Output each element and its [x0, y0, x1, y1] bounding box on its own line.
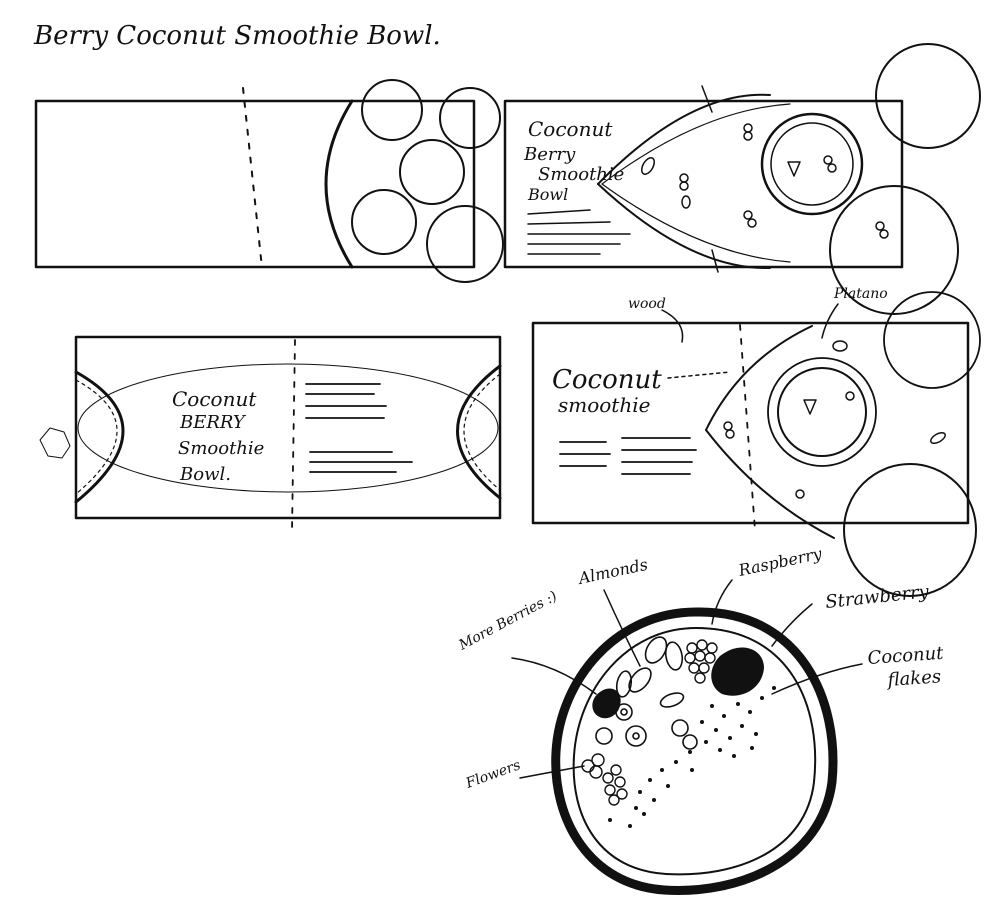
panel-4-frame	[531, 321, 970, 525]
ink-blot	[39, 427, 71, 459]
panel-3-frame	[74, 335, 502, 520]
coconut-flakes	[608, 686, 776, 828]
raspberry-cluster	[684, 639, 718, 684]
panel-2-frame	[503, 99, 904, 269]
label-wood: wood	[628, 296, 666, 312]
text-placeholder-lines	[559, 437, 697, 475]
fruit-circle	[883, 291, 981, 389]
label-arrow	[771, 663, 863, 695]
label-more-berries: More Berries :)	[455, 588, 559, 654]
leaf-outline	[597, 183, 771, 270]
panel-1	[34, 79, 504, 283]
almond-group	[615, 636, 685, 708]
panel-3-title-line: Smoothie	[178, 438, 264, 459]
label-arrow	[821, 303, 839, 339]
label-flowers: Flowers	[463, 757, 523, 792]
label-arrow	[519, 765, 585, 779]
label-arrow	[603, 589, 641, 667]
label-arrow	[661, 309, 684, 343]
plate-edge-right	[456, 364, 502, 500]
panel-2-title-line: Berry	[523, 144, 576, 165]
bowl-outer-rim	[551, 607, 838, 895]
plate-edge	[324, 99, 354, 269]
sketch-title: Berry Coconut Smoothie Bowl.	[33, 21, 441, 51]
label-strawberry: Strawberry	[824, 581, 930, 613]
fruit-circle	[361, 79, 423, 141]
bowl-illustration: Almonds Raspberry Strawberry Coconut fla…	[455, 544, 945, 895]
berry-doodles	[723, 340, 946, 499]
panel-3: Coconut BERRY Smoothie Bowl.	[39, 335, 502, 531]
panel-2: Coconut Berry Smoothie Bowl	[503, 43, 981, 315]
fold-line	[739, 324, 756, 531]
plate-edge-left	[74, 370, 125, 504]
panel-2-title-line: Coconut	[528, 117, 613, 141]
plate-edge-right	[463, 373, 501, 491]
panel-3-title-line: Bowl.	[179, 464, 231, 485]
panel-2-title-line: Bowl	[527, 185, 568, 204]
berry-rings	[595, 703, 698, 750]
text-placeholder-lines	[305, 383, 413, 473]
bowl-circle	[767, 357, 877, 467]
label-platano: Platano	[833, 286, 888, 302]
berry-doodles	[641, 123, 889, 239]
panel-4-title-line: Coconut	[552, 365, 662, 395]
label-coconut-flakes: Coconut	[867, 643, 945, 669]
bowl-circle	[770, 122, 854, 206]
panel-3-title-line: Coconut	[172, 387, 257, 411]
blackberry	[592, 688, 621, 719]
guide-ellipse	[77, 363, 499, 493]
fruit-circle	[426, 205, 504, 283]
sketch-stroke	[667, 371, 731, 379]
bowl-circle	[777, 367, 867, 457]
label-arrow	[771, 603, 813, 647]
leaf-outline	[705, 429, 835, 539]
text-placeholder-lines	[527, 209, 631, 255]
label-raspberry: Raspberry	[736, 544, 824, 581]
label-arrow	[711, 579, 733, 625]
fruit-circle	[875, 43, 981, 149]
panel-4: Coconut smoothie wood Platano	[531, 286, 981, 597]
fruit-circle	[439, 87, 501, 149]
leaf-outline	[601, 103, 791, 185]
fruit-circle	[351, 189, 417, 255]
bowl-circle	[760, 112, 864, 216]
fruit-circle	[829, 185, 959, 315]
sketch-stroke	[711, 249, 719, 273]
panel-4-title-line: smoothie	[558, 393, 650, 417]
sketch-stroke	[701, 85, 713, 113]
fruit-circle	[399, 139, 465, 205]
label-coconut-flakes: flakes	[885, 666, 942, 691]
bowl-inner-rim	[572, 627, 817, 876]
fold-line	[242, 87, 263, 269]
fold-line	[291, 339, 296, 531]
label-almonds: Almonds	[575, 555, 650, 589]
leaf-outline	[601, 183, 791, 263]
panel-1-frame	[34, 99, 476, 269]
panel-3-title-line: BERRY	[179, 412, 247, 433]
flower-cluster	[581, 753, 628, 806]
plate-edge-left	[75, 379, 118, 495]
fruit-circle	[843, 463, 977, 597]
strawberry-slice	[711, 647, 764, 696]
leaf-outline	[597, 93, 771, 185]
panel-2-title-line: Smoothie	[538, 164, 624, 185]
label-arrow	[511, 657, 597, 695]
leaf-outline	[705, 325, 813, 431]
